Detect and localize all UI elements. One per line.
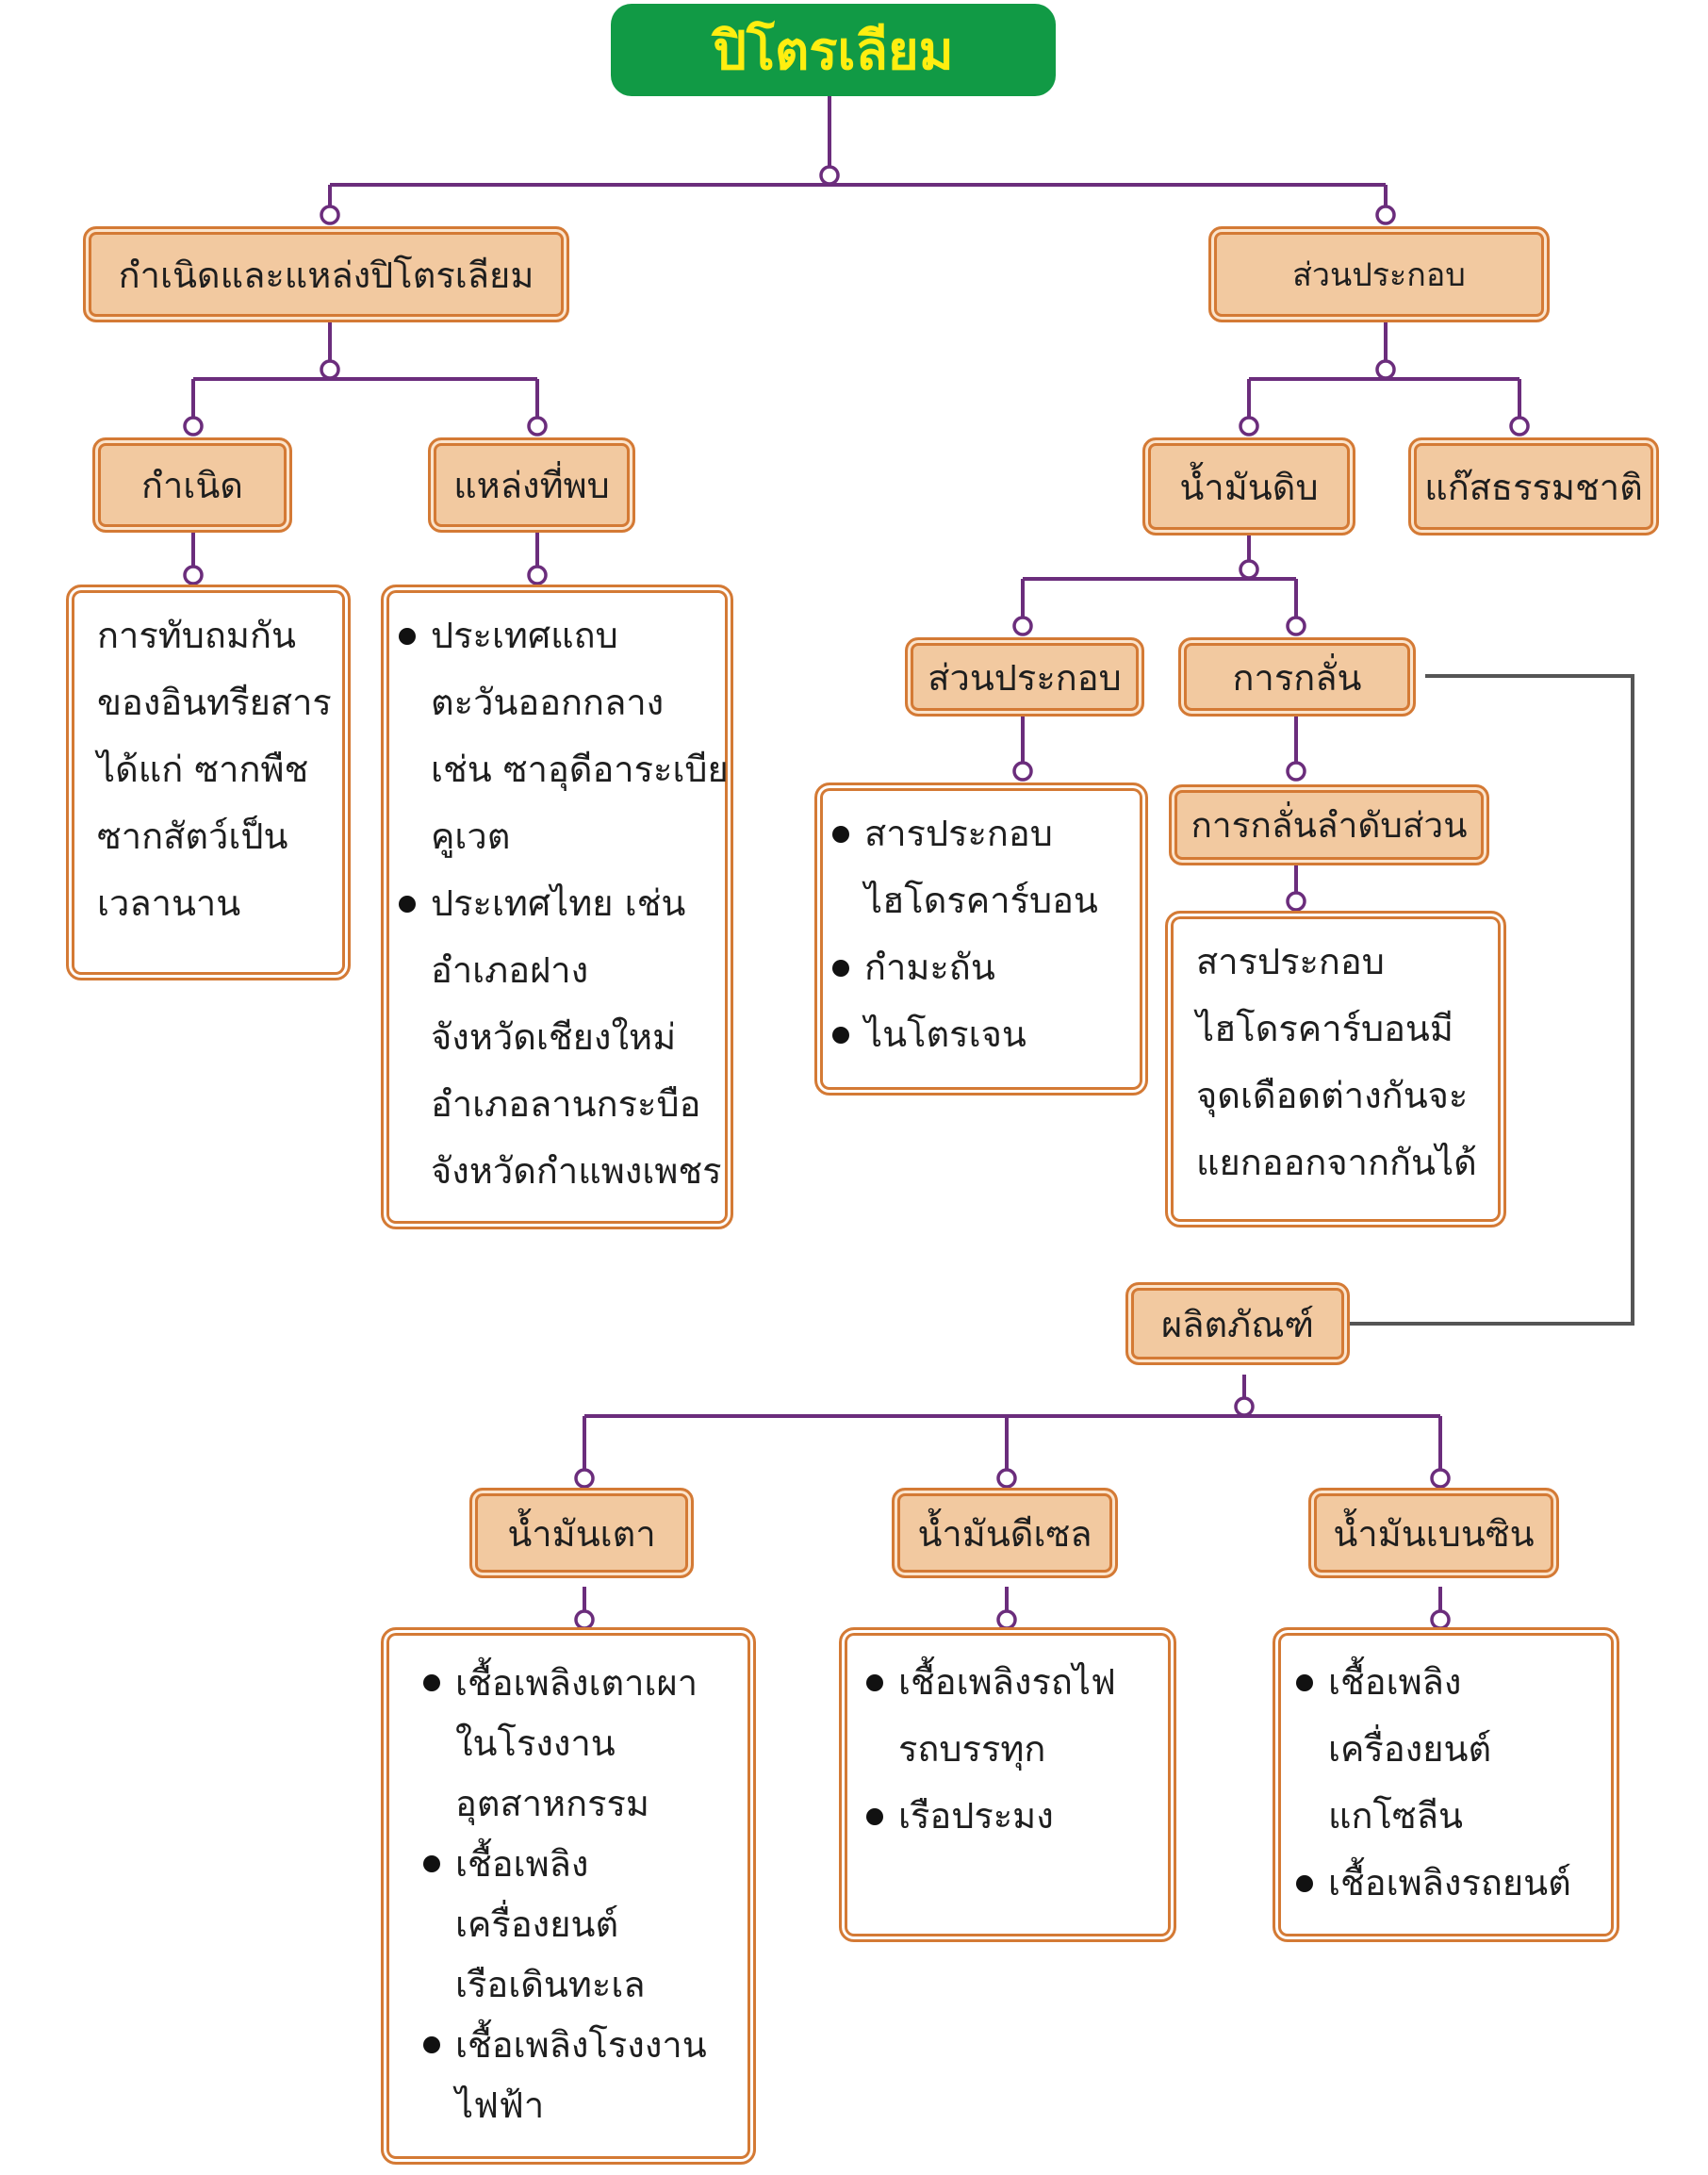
diesel-line: เชื้อเพลิงรถไฟ bbox=[898, 1661, 1116, 1703]
sources-line: อำเภอลานกระบือ bbox=[431, 1083, 701, 1125]
birth-line: การทับถมกัน bbox=[97, 615, 296, 656]
gasoline-line: เชื้อเพลิงรถยนต์ bbox=[1328, 1862, 1571, 1903]
sources-line: ตะวันออกกลาง bbox=[431, 682, 665, 723]
node-gasoline-label: น้ำมันเบนซิน bbox=[1333, 1512, 1535, 1555]
diesel-uses-box: เชื้อเพลิงรถไฟ รถบรรทุก เรือประมง bbox=[839, 1627, 1176, 1942]
node-birth: กำเนิด bbox=[92, 437, 292, 533]
crude-components-line: ไฮโดรคาร์บอน bbox=[864, 880, 1098, 921]
sources-line: ประเทศไทย เช่น bbox=[431, 882, 686, 924]
bullet-icon bbox=[423, 1855, 440, 1872]
kerosene-line: เชื้อเพลิง bbox=[455, 1843, 589, 1885]
node-crude-components: ส่วนประกอบ bbox=[905, 637, 1144, 717]
gasoline-line: แกโซลีน bbox=[1328, 1795, 1463, 1837]
birth-line: ได้แก่ ซากพืช bbox=[97, 749, 309, 790]
kerosene-uses-box: เชื้อเพลิงเตาเผา ในโรงงาน อุตสาหกรรม เชื… bbox=[381, 1627, 756, 2165]
fractional-line: แยกออกจากกันได้ bbox=[1196, 1142, 1477, 1183]
kerosene-item: เชื้อเพลิงเตาเผา bbox=[421, 1653, 734, 1713]
birth-description-box: การทับถมกัน ของอินทรียสาร ได้แก่ ซากพืช … bbox=[66, 585, 351, 980]
root-node: ปิโตรเลียม bbox=[611, 4, 1056, 96]
kerosene-line: เชื้อเพลิงโรงงาน bbox=[455, 2024, 707, 2066]
node-fractional-distillation-label: การกลั่นลำดับส่วน bbox=[1191, 804, 1468, 846]
bullet-icon bbox=[1296, 1874, 1313, 1892]
bullet-icon bbox=[423, 1674, 440, 1691]
diesel-item: เชื้อเพลิงรถไฟ bbox=[864, 1649, 1155, 1716]
gasoline-item: เชื้อเพลิงรถยนต์ bbox=[1294, 1850, 1598, 1917]
node-kerosene: น้ำมันเตา bbox=[469, 1488, 694, 1578]
birth-line: ของอินทรียสาร bbox=[97, 682, 332, 723]
node-distillation: การกลั่น bbox=[1178, 637, 1416, 717]
sources-line: จังหวัดเชียงใหม่ bbox=[431, 1016, 677, 1058]
crude-components-line: กำมะถัน bbox=[864, 947, 995, 988]
crude-components-item: กำมะถัน bbox=[830, 934, 1126, 1001]
node-kerosene-label: น้ำมันเตา bbox=[507, 1512, 656, 1555]
bullet-icon bbox=[399, 627, 416, 645]
birth-line: ซากสัตว์เป็น bbox=[97, 816, 288, 857]
crude-components-item: ไนโตรเจน bbox=[830, 1001, 1126, 1068]
diesel-line: เรือประมง bbox=[898, 1795, 1054, 1837]
node-natural-gas-label: แก๊สธรรมชาติ bbox=[1424, 466, 1643, 508]
gasoline-line: เชื้อเพลิง bbox=[1328, 1661, 1462, 1703]
node-products-label: ผลิตภัณฑ์ bbox=[1160, 1303, 1315, 1345]
kerosene-item: เชื้อเพลิงโรงงาน bbox=[421, 2015, 734, 2075]
crude-components-item: สารประกอบ bbox=[830, 800, 1126, 867]
sources-item: ประเทศไทย เช่น bbox=[397, 870, 712, 937]
node-fractional-distillation: การกลั่นลำดับส่วน bbox=[1169, 784, 1489, 865]
diesel-item: เรือประมง bbox=[864, 1783, 1155, 1850]
fractional-description-box: สารประกอบ ไฮโดรคาร์บอนมี จุดเดือดต่างกัน… bbox=[1165, 911, 1506, 1228]
node-crude-components-label: ส่วนประกอบ bbox=[928, 656, 1122, 699]
node-distillation-label: การกลั่น bbox=[1232, 656, 1362, 699]
node-sources-label: แหล่งที่พบ bbox=[453, 465, 610, 506]
kerosene-line: เรือเดินทะเล bbox=[455, 1964, 646, 2005]
node-crude-oil: น้ำมันดิบ bbox=[1142, 437, 1355, 536]
birth-line: เวลานาน bbox=[97, 882, 241, 924]
root-title: ปิโตรเลียม bbox=[713, 20, 954, 82]
kerosene-line: เชื้อเพลิงเตาเผา bbox=[455, 1662, 698, 1704]
node-crude-oil-label: น้ำมันดิบ bbox=[1179, 466, 1319, 508]
node-diesel: น้ำมันดีเซล bbox=[892, 1488, 1118, 1578]
gasoline-item: เชื้อเพลิง bbox=[1294, 1649, 1598, 1716]
sources-line: อำเภอฝาง bbox=[431, 949, 589, 991]
bullet-icon bbox=[423, 2036, 440, 2053]
bullet-icon bbox=[866, 1807, 883, 1825]
node-sources: แหล่งที่พบ bbox=[428, 437, 635, 533]
crude-components-line: ไนโตรเจน bbox=[864, 1013, 1026, 1055]
kerosene-line: ในโรงงาน bbox=[455, 1722, 616, 1764]
diesel-line: รถบรรทุก bbox=[898, 1728, 1046, 1770]
node-origin-and-sources: กำเนิดและแหล่งปิโตรเลียม bbox=[83, 226, 569, 322]
node-components: ส่วนประกอบ bbox=[1208, 226, 1550, 322]
sources-item: ประเทศแถบ bbox=[397, 602, 712, 669]
node-origin-and-sources-label: กำเนิดและแหล่งปิโตรเลียม bbox=[118, 254, 534, 296]
crude-components-line: สารประกอบ bbox=[864, 813, 1053, 854]
fractional-line: สารประกอบ bbox=[1196, 941, 1385, 982]
sources-line: เช่น ซาอุดีอาระเบีย bbox=[431, 749, 729, 790]
sources-list-box: ประเทศแถบ ตะวันออกกลาง เช่น ซาอุดีอาระเบ… bbox=[381, 585, 733, 1229]
crude-components-list-box: สารประกอบ ไฮโดรคาร์บอน กำมะถัน ไนโตรเจน bbox=[814, 783, 1148, 1096]
node-natural-gas: แก๊สธรรมชาติ bbox=[1408, 437, 1659, 536]
bullet-icon bbox=[832, 825, 849, 843]
node-components-label: ส่วนประกอบ bbox=[1292, 256, 1466, 294]
sources-line: ประเทศแถบ bbox=[431, 615, 618, 656]
kerosene-line: อุตสาหกรรม bbox=[455, 1783, 649, 1824]
bullet-icon bbox=[866, 1673, 883, 1691]
fractional-line: จุดเดือดต่างกันจะ bbox=[1196, 1075, 1469, 1116]
sources-line: จังหวัดกำแพงเพชร bbox=[431, 1150, 722, 1192]
fractional-line: ไฮโดรคาร์บอนมี bbox=[1196, 1008, 1453, 1049]
bullet-icon bbox=[832, 1026, 849, 1044]
kerosene-line: ไฟฟ้า bbox=[455, 2084, 545, 2126]
node-gasoline: น้ำมันเบนซิน bbox=[1308, 1488, 1559, 1578]
bullet-icon bbox=[1296, 1673, 1313, 1691]
kerosene-line: เครื่องยนต์ bbox=[455, 1903, 619, 1945]
bullet-icon bbox=[832, 959, 849, 977]
gasoline-uses-box: เชื้อเพลิง เครื่องยนต์ แกโซลีน เชื้อเพลิ… bbox=[1273, 1627, 1619, 1942]
sources-line: คูเวต bbox=[431, 816, 511, 857]
node-products: ผลิตภัณฑ์ bbox=[1125, 1282, 1350, 1365]
node-diesel-label: น้ำมันดีเซล bbox=[917, 1512, 1092, 1555]
node-birth-label: กำเนิด bbox=[141, 465, 243, 506]
gasoline-line: เครื่องยนต์ bbox=[1328, 1728, 1492, 1770]
bullet-icon bbox=[399, 895, 416, 913]
kerosene-item: เชื้อเพลิง bbox=[421, 1834, 734, 1894]
